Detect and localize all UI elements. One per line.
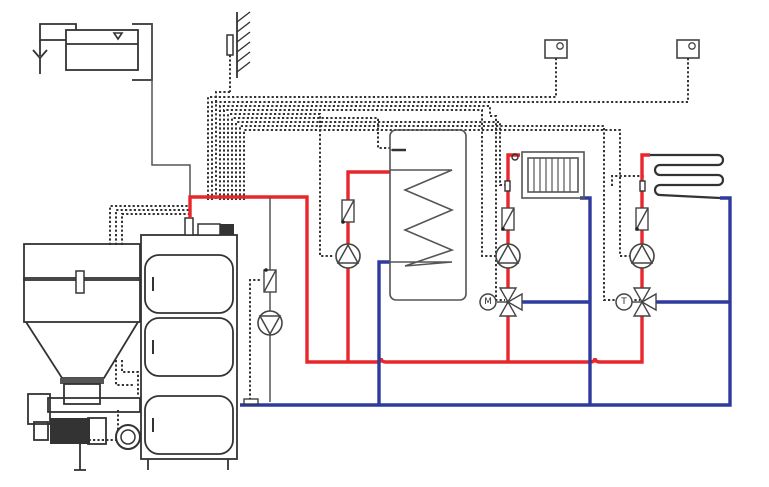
valve-port-icon xyxy=(632,287,652,304)
fan-rotor xyxy=(120,429,136,445)
feeder-motor-icon xyxy=(50,418,90,444)
return-sensor xyxy=(243,398,259,405)
feeder-tube xyxy=(47,397,141,413)
boiler-outlet-sensor xyxy=(184,217,194,236)
check-valve-icon xyxy=(263,268,277,293)
hot-water-cylinder-icon xyxy=(389,129,467,301)
radiator-icon xyxy=(521,151,585,199)
expansion-line xyxy=(151,24,191,200)
mixing-valve-radiator[interactable]: M xyxy=(479,287,523,317)
radiator xyxy=(511,151,585,199)
feeder-inlet xyxy=(63,383,101,405)
pump-icon[interactable] xyxy=(495,243,521,269)
pumps xyxy=(257,243,655,336)
dhw-tank xyxy=(389,129,467,301)
actuator-label: T xyxy=(620,297,627,307)
water-level-icon xyxy=(112,32,124,41)
thin-pipes xyxy=(269,148,406,402)
motor-cap xyxy=(87,417,107,445)
outdoor-sensor xyxy=(226,11,251,92)
signal-wiring xyxy=(85,58,689,441)
expansion-tank xyxy=(32,23,191,200)
signal-thermostat-1 xyxy=(207,58,557,200)
pump-icon[interactable] xyxy=(335,243,361,269)
floor-heating xyxy=(650,153,725,200)
thermostatic-actuator-icon xyxy=(615,293,633,311)
room-thermostat-icon xyxy=(676,39,700,59)
pellet-hopper xyxy=(23,243,141,471)
overflow-pipe xyxy=(39,23,77,41)
boiler-body xyxy=(140,234,238,460)
controller-display-icon xyxy=(220,224,234,235)
boiler-door-2 xyxy=(144,317,234,377)
check-valve-icon xyxy=(501,207,515,231)
expansion-connection xyxy=(132,23,153,81)
room-thermostat-icon xyxy=(544,39,568,59)
radiator-fins-frame xyxy=(527,157,579,193)
outdoor-temperature-sensor-icon xyxy=(226,34,234,56)
hopper-latch-icon xyxy=(75,270,85,294)
valve-port-icon xyxy=(632,300,652,317)
supply-sensor-icon xyxy=(504,180,511,192)
pipe-crossover xyxy=(375,357,590,364)
boiler-door-1 xyxy=(144,254,234,314)
wall-hatch-icon xyxy=(236,11,251,73)
return-pipes xyxy=(240,196,732,407)
gearbox-base xyxy=(33,421,49,441)
tank-coil-icon xyxy=(390,169,455,267)
valve-port-icon xyxy=(498,300,518,317)
radiator-fins xyxy=(533,158,571,192)
room-thermostat-2[interactable] xyxy=(676,39,700,59)
motorized-actuator-icon xyxy=(479,293,497,311)
boiler xyxy=(140,217,238,470)
fan-icon xyxy=(115,424,141,450)
valve-port-icon xyxy=(640,292,657,312)
gearbox-icon xyxy=(27,393,51,425)
expansion-tank-body xyxy=(65,29,139,71)
supply-sensor-icon xyxy=(639,180,646,192)
check-valves xyxy=(263,180,649,293)
supply-pipes xyxy=(188,153,650,364)
hopper-flange xyxy=(60,378,104,384)
room-thermostat-1[interactable] xyxy=(544,39,568,59)
thermostat-dial-icon xyxy=(688,42,696,50)
valve-port-icon xyxy=(506,292,523,312)
radiator-valve-icon[interactable] xyxy=(511,153,519,161)
check-valve-icon xyxy=(341,199,355,224)
boiler-controller xyxy=(197,223,221,236)
check-valve-icon xyxy=(635,207,649,231)
boiler-door-3 xyxy=(144,395,234,455)
valve-port-icon xyxy=(498,287,518,304)
actuator-label: M xyxy=(484,297,492,307)
pump-icon[interactable] xyxy=(629,243,655,269)
thermostat-dial-icon xyxy=(556,42,564,50)
mixing-valve-floor[interactable]: T xyxy=(615,287,657,317)
pump-icon[interactable] xyxy=(257,310,283,336)
floor-heating-coil-icon xyxy=(650,153,725,200)
